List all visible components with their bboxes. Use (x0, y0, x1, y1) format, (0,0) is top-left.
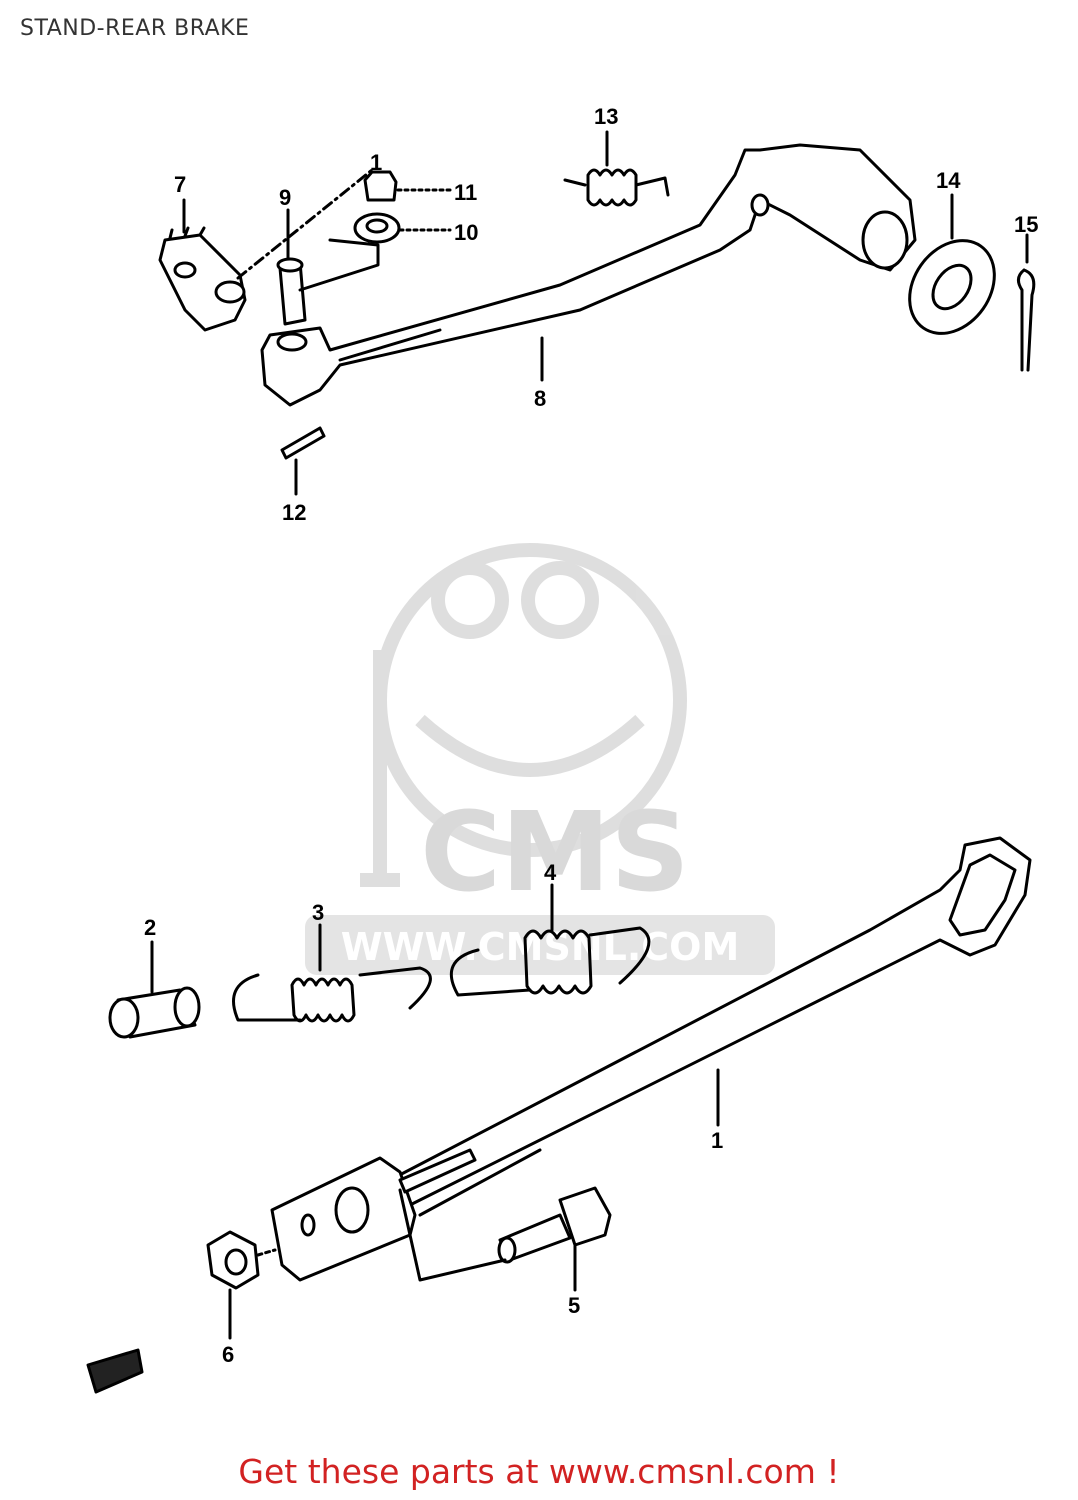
callout-7: 7 (174, 172, 186, 197)
part-8-brake-pedal (260, 143, 917, 407)
callout-4: 4 (544, 860, 557, 885)
part-14-washer (908, 239, 996, 335)
callout-9: 9 (279, 185, 291, 210)
callout-3: 3 (312, 900, 324, 925)
part-6-nut (206, 1230, 260, 1290)
callout-8: 8 (534, 386, 546, 411)
part-7-rod-lever (158, 226, 247, 332)
part-3-spring (232, 966, 432, 1023)
watermark-goggle-left (431, 561, 509, 639)
assembly-line-7 (236, 168, 374, 280)
watermark-goggle-right (521, 561, 599, 639)
watermark-face (415, 714, 645, 777)
part-10-washer (353, 212, 401, 244)
part-13-spring (563, 168, 670, 207)
callouts: 7 1 11 10 9 13 14 15 8 12 2 3 4 1 5 6 (144, 104, 1038, 1367)
watermark-url-banner (305, 915, 775, 975)
callout-14: 14 (936, 168, 961, 193)
watermark-wrench (360, 650, 400, 887)
page-title: STAND-REAR BRAKE (20, 16, 250, 41)
part-11-cap (363, 170, 398, 202)
callout-15: 15 (1014, 212, 1038, 237)
leader-10-bracket (298, 238, 380, 292)
callout-2: 2 (144, 915, 156, 940)
leader-6-link (256, 1248, 277, 1257)
watermark-url: WWW.CMSNL.COM (341, 925, 740, 969)
leader-5-bracket (398, 1188, 507, 1282)
watermark-logo (360, 543, 687, 887)
callout-1b: 1 (370, 150, 382, 175)
watermark-brand: CMS (420, 788, 689, 916)
part-15-cotter-pin (1017, 268, 1036, 372)
callout-11: 11 (454, 180, 477, 205)
callout-10: 10 (454, 220, 478, 245)
part-2-bushing (108, 986, 201, 1039)
callout-1: 1 (711, 1128, 723, 1153)
part-4-spring (449, 926, 651, 997)
part-1-side-stand (270, 836, 1032, 1282)
callout-6: 6 (222, 1342, 234, 1367)
footer-promo-link[interactable]: Get these parts at www.cmsnl.com ! (238, 1452, 840, 1491)
part-9-pin (276, 257, 307, 326)
part-bolt-small (86, 1348, 144, 1394)
callout-13: 13 (594, 104, 618, 129)
callout-12: 12 (282, 500, 306, 525)
part-5-bolt (497, 1186, 612, 1264)
callout-5: 5 (568, 1293, 580, 1318)
part-12-cotter-pin (280, 426, 326, 460)
